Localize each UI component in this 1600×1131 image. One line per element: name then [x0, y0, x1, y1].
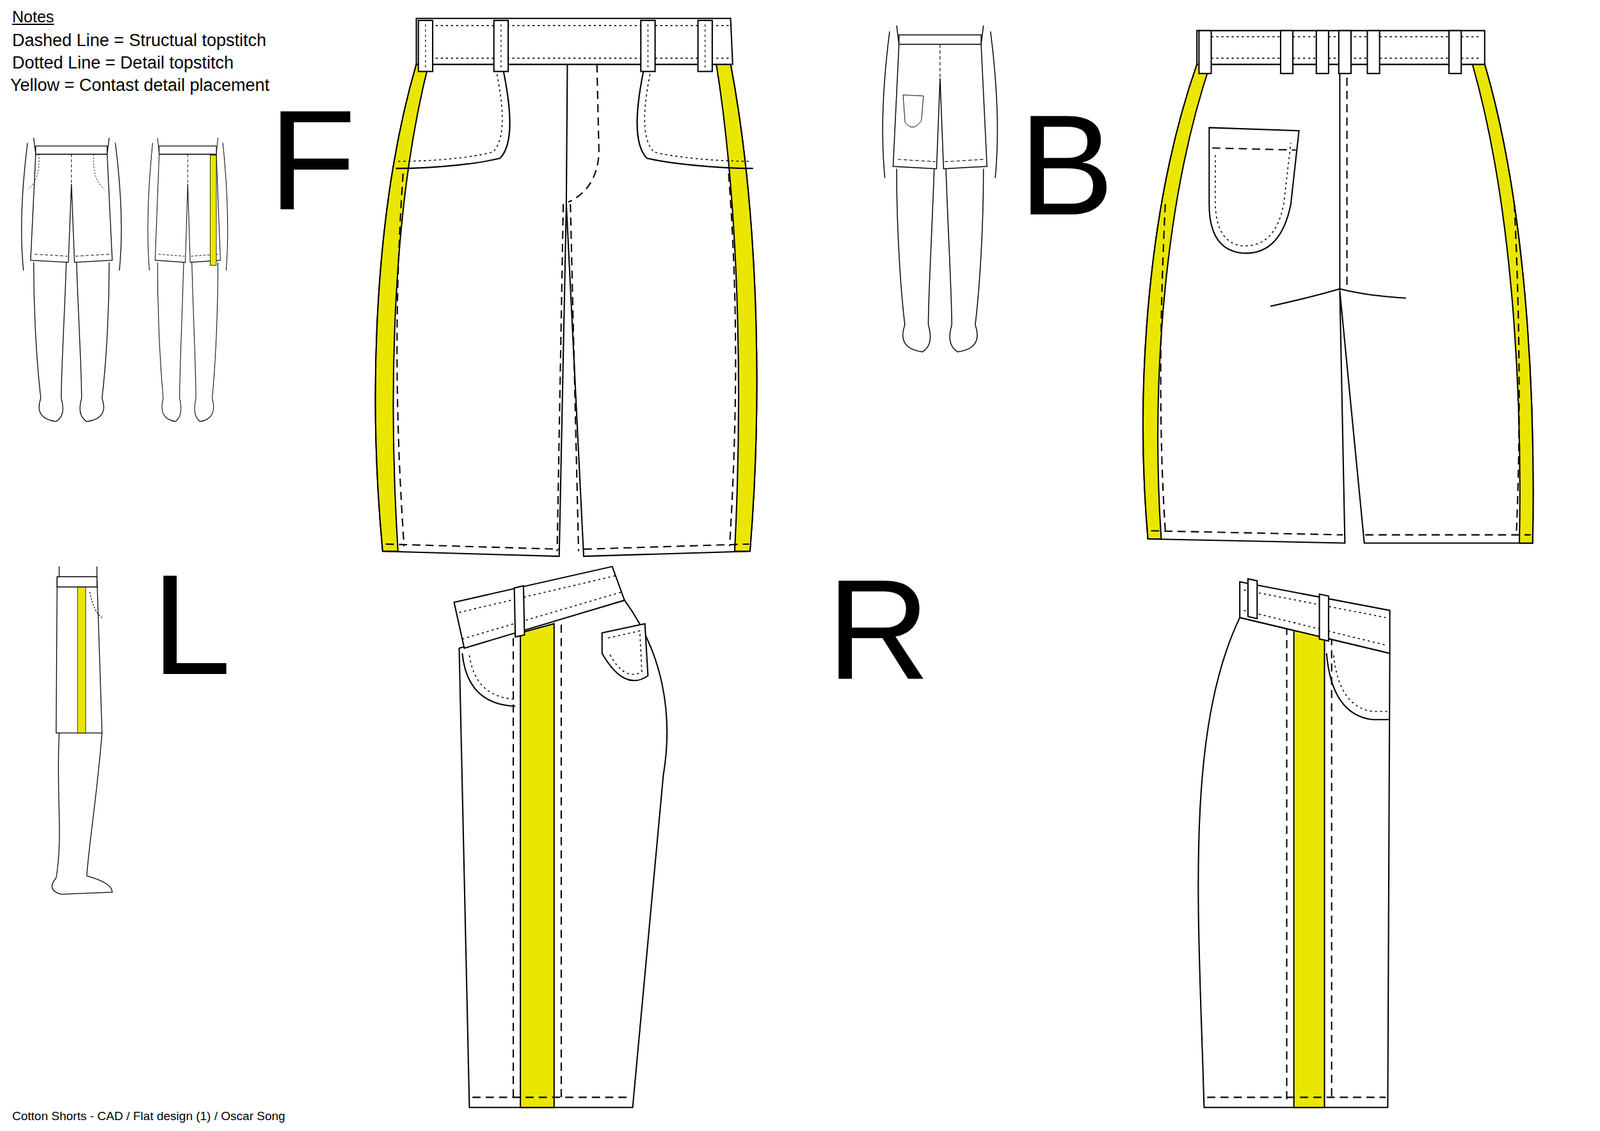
- notes-heading: Notes: [12, 8, 54, 25]
- view-letter: B: [1018, 93, 1115, 237]
- view-letter: L: [151, 552, 232, 696]
- note-line: Dotted Line = Detail topstitch: [12, 54, 234, 72]
- note-line: Dashed Line = Structual topstitch: [12, 32, 267, 50]
- figure-three-quarter: [147, 137, 228, 422]
- note-line: Yellow = Contast detail placement: [10, 76, 270, 95]
- figure-side: [51, 566, 112, 895]
- view-letter: F: [268, 88, 356, 232]
- view-letter: R: [826, 558, 930, 701]
- front-flat: [375, 18, 758, 557]
- left-side-flat: [454, 566, 668, 1108]
- caption: Cotton Shorts - CAD / Flat design (1) / …: [12, 1109, 286, 1122]
- figure-back: [882, 25, 998, 352]
- right-side-flat: [1198, 578, 1390, 1108]
- figure-front: [21, 137, 122, 422]
- back-flat: [1143, 30, 1533, 544]
